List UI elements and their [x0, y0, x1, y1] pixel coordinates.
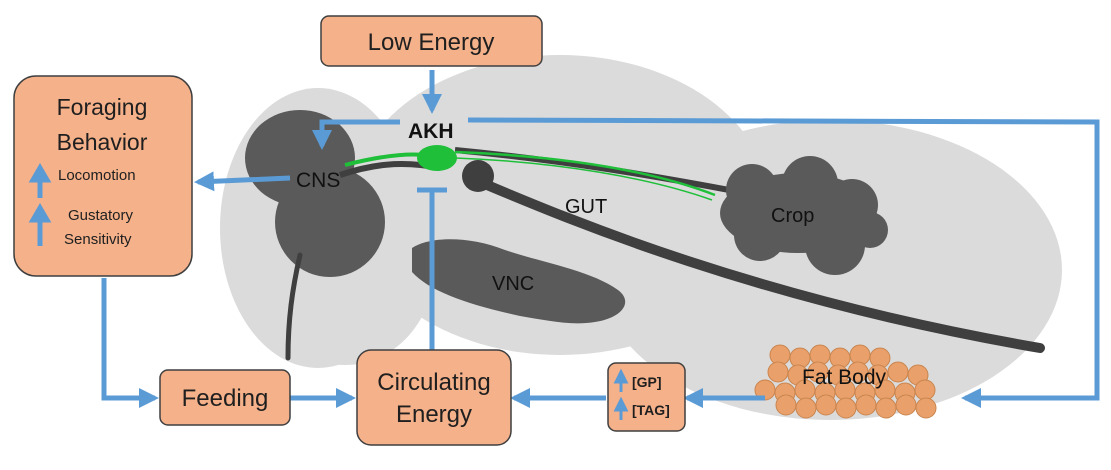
cns-label: CNS — [296, 169, 340, 192]
fat-body-cell — [887, 361, 909, 383]
fat-body-cell — [767, 361, 789, 383]
up-arrow-icon — [28, 163, 52, 198]
arrow-akh-to-fatbody — [467, 117, 1100, 408]
gut-label: GUT — [565, 196, 607, 218]
gut-midgut — [475, 177, 1045, 353]
cns-lobe-lower — [275, 167, 385, 277]
tag-label: [TAG] — [632, 402, 670, 418]
cns-organ — [245, 110, 385, 361]
box-gp-tag: [GP] [TAG] — [607, 362, 686, 432]
gustatory-label-line2: Sensitivity — [64, 231, 132, 248]
box-foraging-behavior: Foraging Behavior Locomotion Gustatory S… — [13, 75, 193, 277]
low-energy-label: Low Energy — [368, 29, 495, 56]
fat-body-cell — [875, 397, 897, 419]
fat-body-cell — [914, 379, 936, 401]
up-arrow-icon — [613, 368, 629, 392]
up-arrow-icon — [613, 396, 629, 420]
foraging-title-line1: Foraging — [57, 94, 148, 120]
fat-body-cell — [775, 394, 797, 416]
locomotion-label: Locomotion — [58, 167, 136, 184]
fat-body-cell — [795, 397, 817, 419]
fat-body-cell — [815, 394, 837, 416]
connectors — [101, 70, 1100, 408]
fat-body-cell — [855, 394, 877, 416]
box-low-energy: Low Energy — [320, 15, 543, 67]
akh-label: AKH — [408, 120, 454, 143]
feeding-label: Feeding — [182, 385, 269, 412]
circulating-label-line2: Energy — [396, 401, 472, 428]
arrow-foraging-to-feeding — [101, 278, 159, 408]
gustatory-label-line1: Gustatory — [68, 207, 134, 224]
gp-label: [GP] — [632, 374, 662, 390]
box-circulating-energy: Circulating Energy — [356, 349, 512, 446]
box-feeding: Feeding — [159, 369, 291, 426]
vnc-organ — [412, 239, 626, 324]
fat-body-label: Fat Body — [802, 366, 887, 389]
fat-body-cluster — [754, 344, 937, 419]
up-arrow-icon — [28, 203, 52, 246]
foraging-title-line2: Behavior — [57, 129, 148, 155]
vnc-label: VNC — [492, 273, 534, 295]
akh-neurons — [344, 145, 716, 201]
circulating-label-line1: Circulating — [377, 369, 490, 396]
crop-organ — [720, 156, 888, 275]
akh-cells — [417, 145, 457, 171]
fat-body-cell — [915, 397, 937, 419]
arrow-akh-to-cns — [312, 119, 400, 150]
arrow-cns-to-foraging — [194, 171, 291, 192]
fat-body-cell — [835, 397, 857, 419]
cns-nerve-down — [285, 252, 303, 361]
fat-body-cell — [895, 394, 917, 416]
crop-label: Crop — [771, 205, 814, 227]
